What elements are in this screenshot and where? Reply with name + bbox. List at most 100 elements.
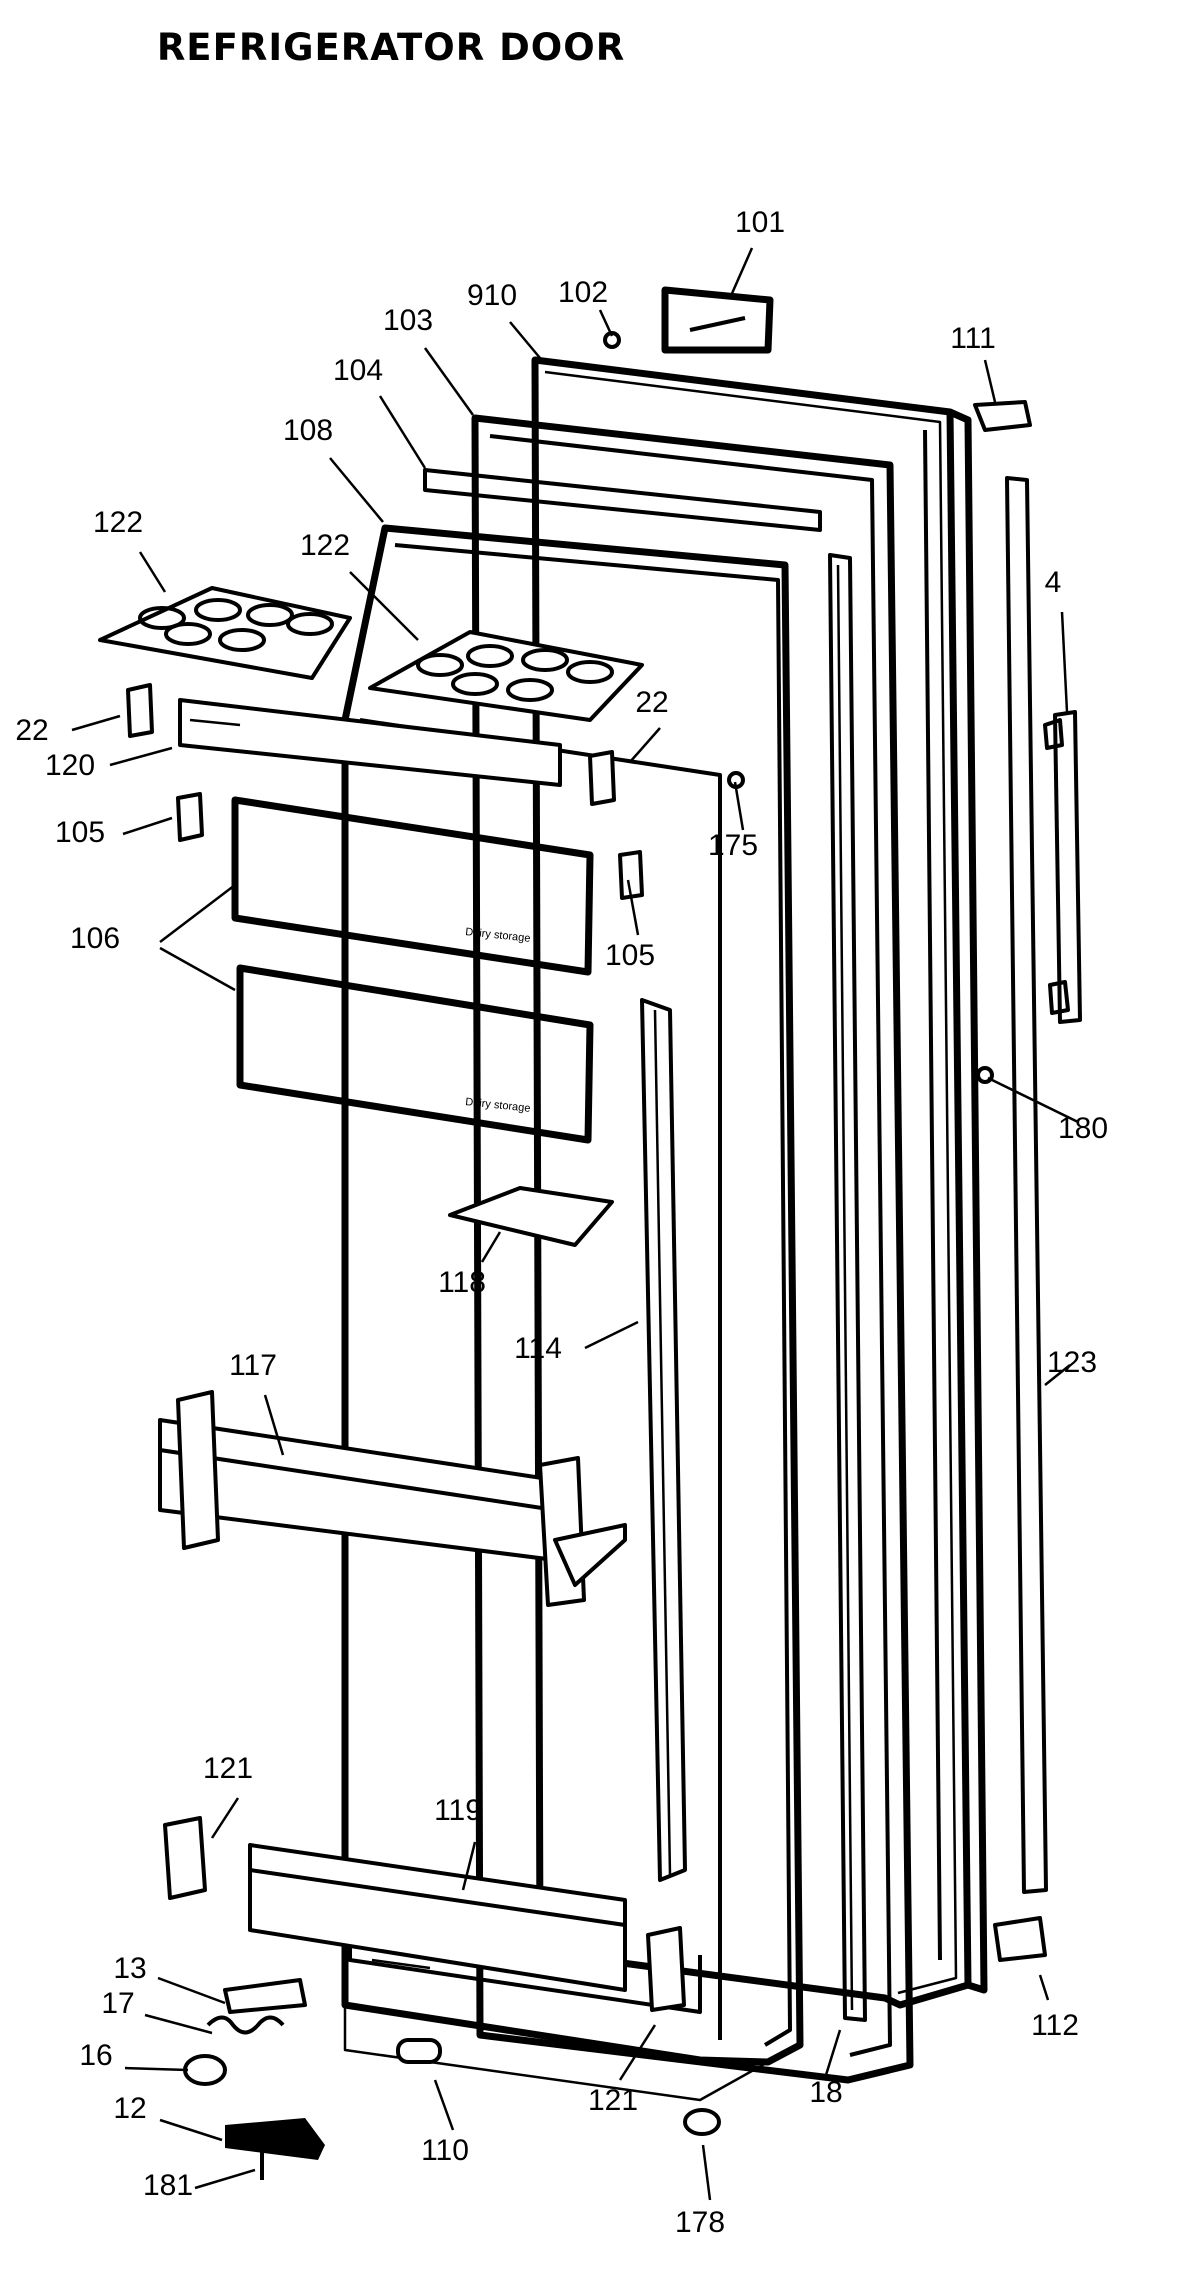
leader-line-p13 <box>157 1976 226 2005</box>
part-label-p175: 175 <box>708 829 758 862</box>
leader-line-p105a <box>122 816 173 836</box>
part-label-p181: 181 <box>143 2169 193 2202</box>
part-label-p121a: 121 <box>203 1752 253 1785</box>
leader-line-p106 <box>159 884 236 943</box>
part-label-p17: 17 <box>101 1987 134 2020</box>
part-label-p120: 120 <box>45 749 95 782</box>
leader-line-p104 <box>378 395 427 469</box>
part-label-p110: 110 <box>421 2134 469 2167</box>
leader-line-p118 <box>480 1231 502 1263</box>
leader-line-p105b <box>626 879 640 936</box>
part-label-p22a: 22 <box>15 714 48 747</box>
leader-line-p16 <box>124 2066 189 2072</box>
leader-line-p114 <box>584 1320 639 1350</box>
shelf-clip-right <box>588 750 616 806</box>
bottom-clip-left <box>163 1816 207 1900</box>
part-label-p4: 4 <box>1045 566 1062 599</box>
leader-line-p121a <box>210 1797 240 1839</box>
cam-washer <box>183 2054 227 2086</box>
screw-small-top <box>603 331 621 349</box>
part-label-p108: 108 <box>283 414 333 447</box>
egg-tray-left <box>98 586 352 680</box>
egg-tray-right <box>368 630 644 722</box>
leader-line-p178 <box>701 2144 712 2201</box>
part-label-p180: 180 <box>1058 1112 1108 1145</box>
leader-line-p22a <box>71 714 121 732</box>
leader-line-p22b <box>629 727 661 763</box>
leader-line-p17 <box>144 2013 213 2035</box>
part-label-p117: 117 <box>229 1349 277 1382</box>
door-stop <box>683 2108 721 2136</box>
wave-spring <box>206 2015 285 2035</box>
leader-line-p106b <box>159 946 236 992</box>
part-label-p122a: 122 <box>93 506 143 539</box>
leader-line-p18 <box>824 2029 842 2076</box>
part-label-p16: 16 <box>79 2039 112 2072</box>
part-label-p101: 101 <box>735 206 785 239</box>
breaker-strip <box>423 468 822 532</box>
bottom-door-shelf <box>248 1843 627 1992</box>
part-label-p105b: 105 <box>605 939 655 972</box>
part-label-p910: 910 <box>467 279 517 312</box>
bottom-hinge <box>993 1916 1047 1962</box>
part-label-p118: 118 <box>438 1266 486 1299</box>
leader-line-p101 <box>728 247 754 299</box>
leader-line-p121b <box>618 2024 657 2081</box>
leader-line-p122a <box>138 551 167 593</box>
leader-line-p108 <box>329 457 384 523</box>
leader-line-p175 <box>733 781 745 831</box>
part-label-p178: 178 <box>675 2206 725 2239</box>
part-label-p119: 119 <box>434 1794 482 1827</box>
part-label-p18: 18 <box>809 2076 842 2109</box>
bottom-clip-right <box>646 1926 686 2012</box>
hinge-cover <box>661 286 774 354</box>
leader-line-p111 <box>983 359 997 403</box>
leader-line-p123 <box>1044 1364 1071 1386</box>
part-label-p114: 114 <box>514 1332 562 1365</box>
leader-line-p4 <box>1060 611 1069 713</box>
plug-button <box>396 2038 442 2064</box>
leader-line-p110 <box>433 2079 455 2131</box>
leader-line-p180 <box>987 1076 1079 1124</box>
part-label-p22b: 22 <box>635 686 668 719</box>
part-label-p106: 106 <box>70 922 120 955</box>
part-label-p123: 123 <box>1047 1346 1097 1379</box>
leader-line-p12 <box>159 2118 223 2142</box>
leader-line-p910 <box>509 321 541 359</box>
part-label-p111: 111 <box>950 322 996 355</box>
part-label-p122b: 122 <box>300 529 350 562</box>
leader-line-p112 <box>1038 1974 1050 2001</box>
leader-line-p181 <box>194 2168 256 2190</box>
door-gasket <box>471 414 914 2084</box>
part-label-p103: 103 <box>383 304 433 337</box>
hinge-bracket <box>225 2118 325 2160</box>
part-label-p13: 13 <box>113 1952 146 1985</box>
utility-tray <box>448 1186 614 1247</box>
leader-line-p122b <box>349 571 419 641</box>
door-channel-inner <box>836 564 854 2011</box>
part-label-p121b: 121 <box>588 2084 638 2117</box>
door-handle <box>1043 710 1082 1024</box>
top-hinge <box>973 400 1032 432</box>
leader-line-p120 <box>109 746 173 767</box>
part-label-p105a: 105 <box>55 816 105 849</box>
diagram-title: REFRIGERATOR DOOR <box>156 26 626 69</box>
dairy-shelf-rail <box>178 698 562 787</box>
inner-trim-strip <box>640 998 687 1882</box>
shelf-clip-left <box>126 683 154 738</box>
leader-line-p119 <box>461 1841 477 1891</box>
part-label-p12: 12 <box>113 2092 146 2125</box>
door-shelf <box>158 1390 627 1607</box>
outer-door-panel <box>531 356 988 2009</box>
door-clip-right <box>618 850 644 900</box>
part-label-p102: 102 <box>558 276 608 309</box>
leader-line-p103 <box>423 347 475 416</box>
leader-line-p102 <box>598 309 614 337</box>
part-label-p104: 104 <box>333 354 383 387</box>
door-clip-left <box>176 792 204 842</box>
trim-strip <box>1005 476 1048 1894</box>
part-label-p112: 112 <box>1031 2009 1079 2042</box>
bracket-plate <box>223 1978 307 2014</box>
